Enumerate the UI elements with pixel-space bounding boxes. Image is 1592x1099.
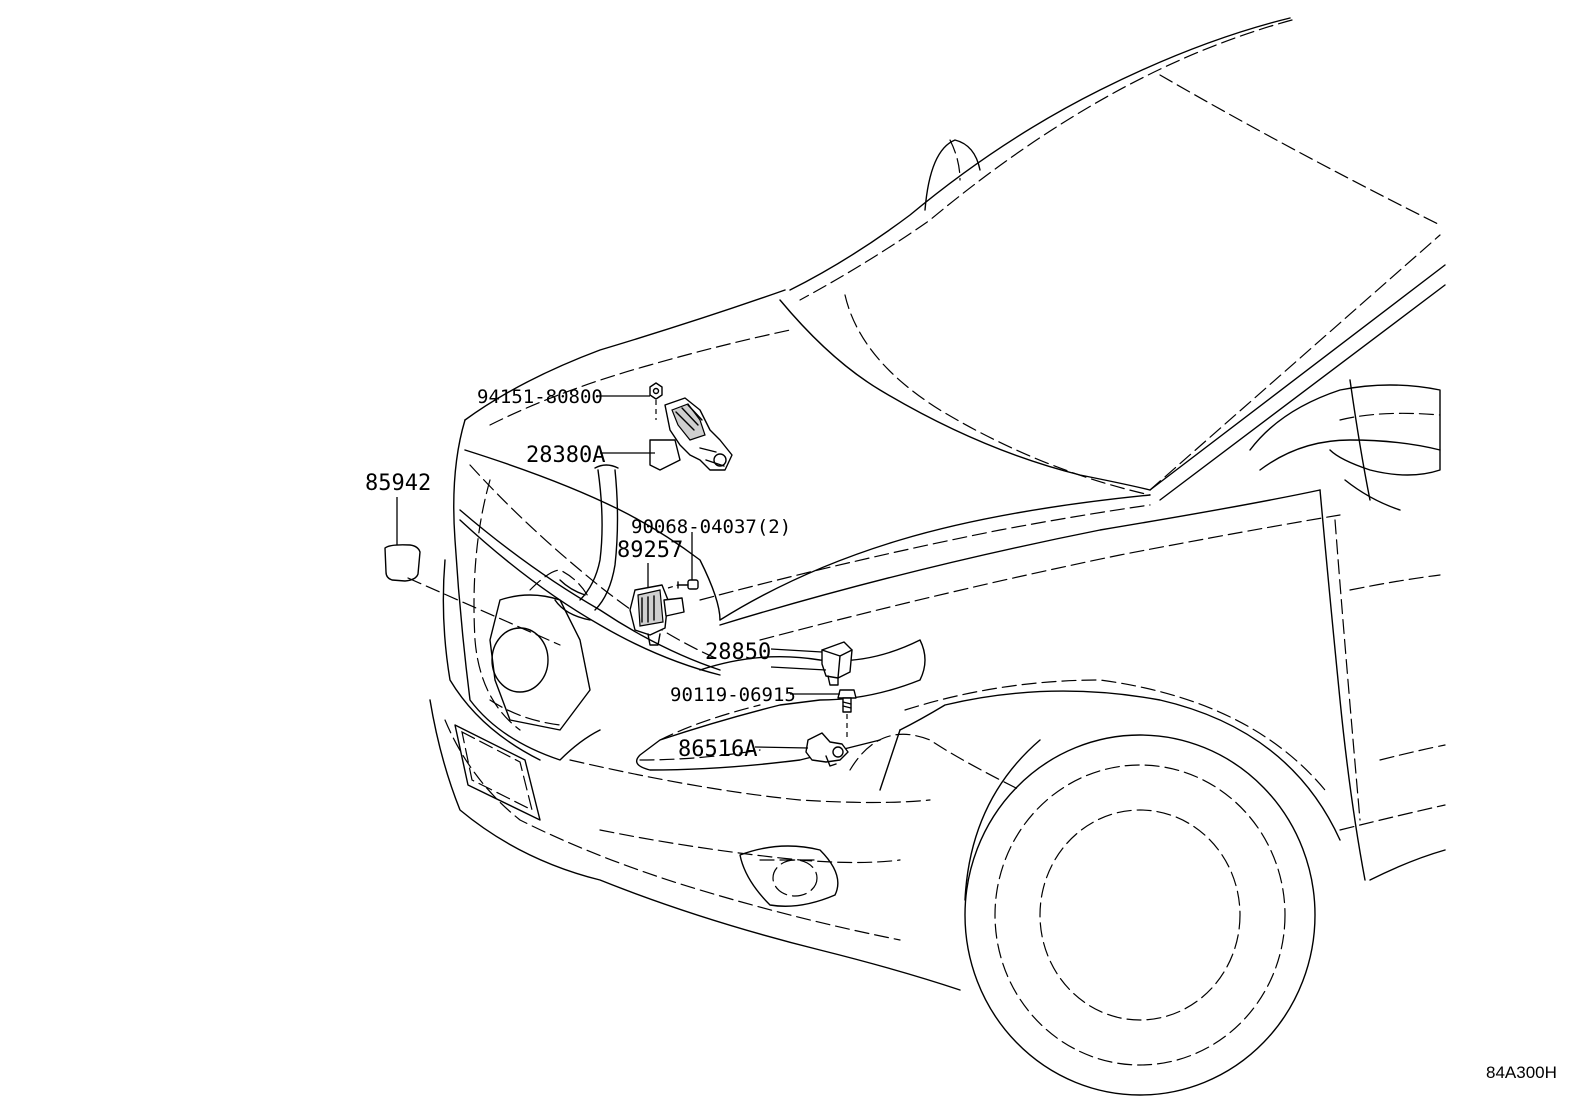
leader-lines: [396, 395, 840, 749]
part-label-85942: 85942: [365, 471, 431, 496]
part-94151-80800-nut: [649, 382, 663, 400]
part-label-28850: 28850: [705, 640, 771, 665]
part-86516A-bracket: [805, 732, 849, 767]
vehicle-outline: [429, 17, 1446, 1096]
part-85942-cap: [384, 544, 421, 582]
part-label-90068-04037: 90068-04037(2): [631, 516, 791, 538]
part-90068-04037-screw: [677, 579, 699, 590]
part-89257-sensor: [629, 584, 685, 646]
part-labels: 94151-80800 28380A 85942 90068-04037(2) …: [365, 386, 796, 762]
part-label-89257: 89257: [617, 538, 683, 563]
parts: [384, 382, 857, 767]
part-label-90119-06915: 90119-06915: [670, 684, 796, 706]
part-28380A-bracket: [649, 397, 733, 471]
part-label-94151-80800: 94151-80800: [477, 386, 603, 408]
part-label-28380A: 28380A: [526, 443, 605, 468]
part-90119-06915-bolt: [837, 689, 857, 713]
part-28850-relay: [821, 641, 853, 686]
part-label-86516A: 86516A: [678, 737, 757, 762]
diagram-code: 84A300H: [1486, 1063, 1557, 1082]
